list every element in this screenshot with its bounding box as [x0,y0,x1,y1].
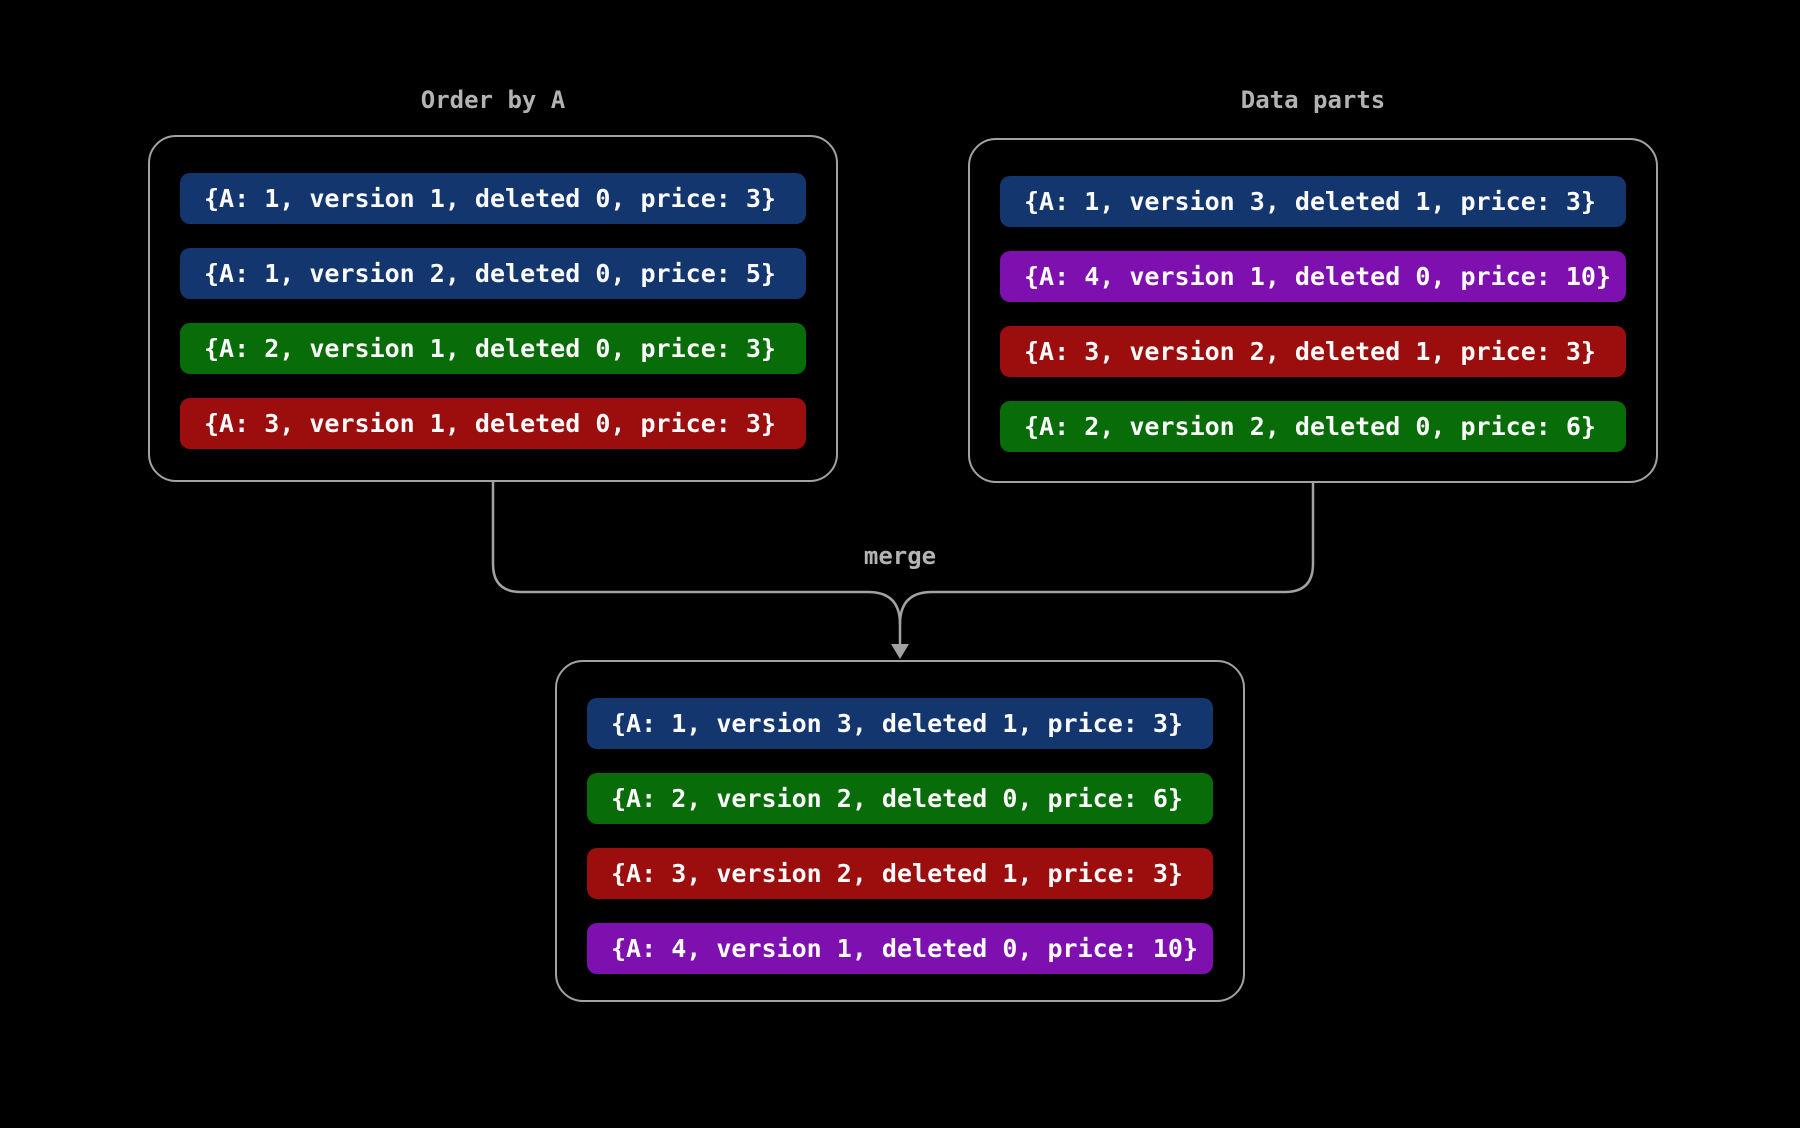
data-row: {A: 1, version 1, deleted 0, price: 3} [180,173,806,224]
data-parts-panel: {A: 1, version 3, deleted 1, price: 3} {A… [968,138,1658,483]
data-row: {A: 2, version 1, deleted 0, price: 3} [180,323,806,374]
data-row: {A: 3, version 1, deleted 0, price: 3} [180,398,806,449]
merge-label: merge [863,542,937,570]
order-by-a-panel: {A: 1, version 1, deleted 0, price: 3} {A… [148,135,838,482]
merged-result-rows: {A: 1, version 3, deleted 1, price: 3} {A… [587,698,1213,998]
order-by-a-title: Order by A [420,86,566,114]
data-parts-rows: {A: 1, version 3, deleted 1, price: 3} {A… [1000,176,1626,476]
data-row: {A: 3, version 2, deleted 1, price: 3} [587,848,1213,899]
data-row: {A: 1, version 3, deleted 1, price: 3} [1000,176,1626,227]
order-by-a-rows: {A: 1, version 1, deleted 0, price: 3} {A… [180,173,806,473]
data-row: {A: 2, version 2, deleted 0, price: 6} [1000,401,1626,452]
data-parts-title: Data parts [1240,86,1386,114]
data-row: {A: 1, version 2, deleted 0, price: 5} [180,248,806,299]
left-connector-line [491,481,902,646]
data-row: {A: 1, version 3, deleted 1, price: 3} [587,698,1213,749]
data-row: {A: 4, version 1, deleted 0, price: 10} [1000,251,1626,302]
data-row: {A: 3, version 2, deleted 1, price: 3} [1000,326,1626,377]
data-row: {A: 2, version 2, deleted 0, price: 6} [587,773,1213,824]
data-row: {A: 4, version 1, deleted 0, price: 10} [587,923,1213,974]
right-connector-line [898,481,1315,625]
arrow-head-icon [891,644,909,659]
merged-result-panel: {A: 1, version 3, deleted 1, price: 3} {A… [555,660,1245,1002]
